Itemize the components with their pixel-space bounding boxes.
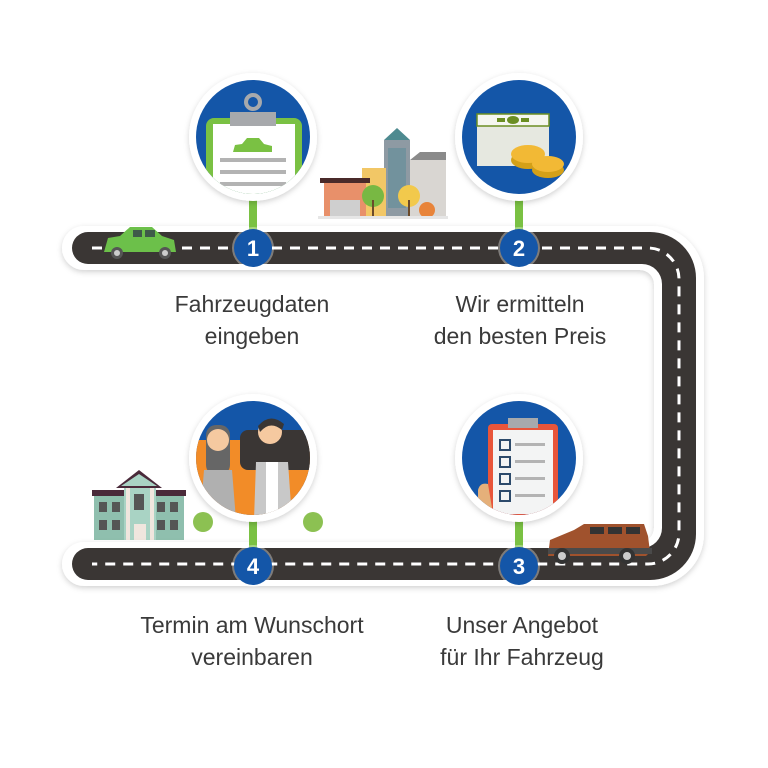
step-4-label-line1: Termin am Wunschort: [140, 612, 364, 638]
step-4-number: 4: [247, 554, 260, 579]
green-hatchback-icon: [104, 227, 176, 259]
step-3-label-line2: für Ihr Fahrzeug: [440, 644, 604, 670]
step-3-number: 3: [513, 554, 525, 579]
step-1-badge: 1: [232, 227, 274, 269]
connector: [249, 518, 257, 554]
step-3-badge: 3: [498, 545, 540, 587]
people-meeting-icon: [196, 418, 310, 515]
money-coins-icon: [476, 113, 564, 178]
connector: [515, 198, 523, 234]
step-2-label: Wir ermitteln den besten Preis: [390, 288, 650, 352]
tree-icon: [193, 512, 323, 532]
red-suv-icon: [548, 524, 652, 564]
step-3-illustration: [455, 394, 583, 522]
step-1-illustration: [189, 73, 317, 201]
step-2-badge: 2: [498, 227, 540, 269]
checklist-clipboard-icon: [478, 418, 558, 515]
city-buildings-icon: [318, 128, 448, 219]
step-2-illustration: [455, 73, 583, 201]
step-1-label-line1: Fahrzeugdaten: [174, 291, 330, 317]
step-4-badge: 4: [232, 545, 274, 587]
step-4-illustration: [189, 394, 317, 522]
step-4-label-line2: vereinbaren: [191, 644, 313, 670]
step-3-label-line1: Unser Angebot: [445, 612, 599, 638]
town-hall-icon: [92, 470, 186, 540]
step-4-label: Termin am Wunschort vereinbaren: [122, 609, 382, 673]
connector: [515, 518, 523, 554]
step-2-label-line1: Wir ermitteln: [455, 291, 585, 317]
step-2-number: 2: [513, 236, 525, 261]
step-1-number: 1: [247, 236, 259, 261]
step-1-label: Fahrzeugdaten eingeben: [122, 288, 382, 352]
step-2-label-line2: den besten Preis: [433, 323, 607, 349]
step-3-label: Unser Angebot für Ihr Fahrzeug: [392, 609, 652, 673]
step-1-label-line2: eingeben: [204, 323, 300, 349]
connector: [249, 198, 257, 234]
